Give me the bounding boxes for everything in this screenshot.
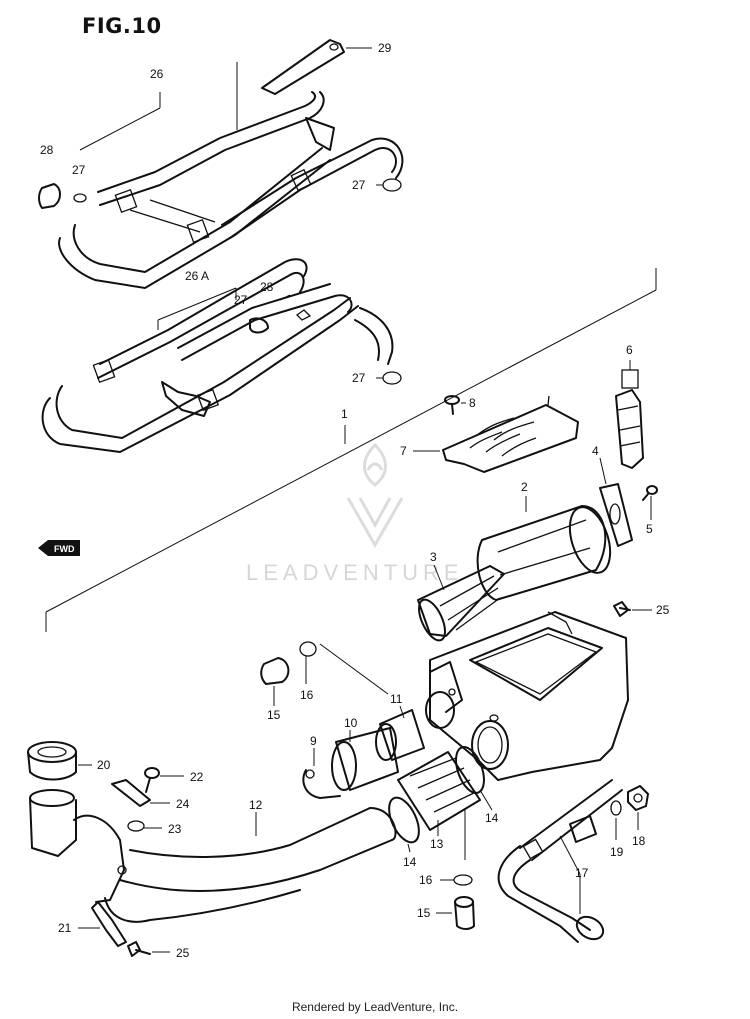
callout-13: 13 <box>430 837 444 851</box>
callout-16: 16 <box>300 688 314 702</box>
fwd-marker: FWD <box>38 540 80 556</box>
cover-plate-7 <box>413 395 579 473</box>
bolt-25-lower <box>127 941 170 957</box>
callout-5: 5 <box>646 522 653 536</box>
callout-11: 11 <box>390 692 403 706</box>
callout-29: 29 <box>378 41 392 55</box>
hose-assembly-26 <box>58 62 404 289</box>
callout-28: 28 <box>40 143 54 157</box>
clamp-14b <box>388 796 420 853</box>
boot-20 <box>27 741 92 781</box>
callout-25: 25 <box>176 946 190 960</box>
clamp-14a <box>455 746 493 811</box>
bolt-25-upper <box>613 601 652 617</box>
callout-20: 20 <box>97 758 111 772</box>
callout-27: 27 <box>352 371 366 385</box>
duct-11 <box>375 705 425 761</box>
duct-10 <box>331 727 399 791</box>
clamp-9 <box>302 748 341 799</box>
callout-9: 9 <box>310 734 317 748</box>
fwd-label: FWD <box>54 544 75 554</box>
screw-5 <box>642 485 658 520</box>
clip-27-lower <box>376 371 402 385</box>
callout-23: 23 <box>168 822 182 836</box>
callout-14: 14 <box>485 811 499 825</box>
callout-4: 4 <box>592 444 599 458</box>
callout-22: 22 <box>190 770 204 784</box>
callout-1: 1 <box>341 407 348 421</box>
bracket-24 <box>111 779 170 807</box>
callout-15: 15 <box>417 906 431 920</box>
callout-27: 27 <box>72 163 86 177</box>
washer-23 <box>127 820 162 832</box>
gasket-4 <box>599 457 633 547</box>
drain-hose-17 <box>497 779 623 943</box>
clamp-16-upper <box>299 641 389 695</box>
watermark-text: LEADVENTURE <box>246 560 464 585</box>
callout-7: 7 <box>400 444 407 458</box>
hose-assembly-26A <box>41 258 394 453</box>
callout-27: 27 <box>352 178 366 192</box>
callout-21: 21 <box>58 921 72 935</box>
part-bracket-29 <box>261 39 372 95</box>
clamp-16-lower <box>440 808 473 886</box>
callout-26: 26 <box>150 67 164 81</box>
callout-19: 19 <box>610 845 624 859</box>
clip-19 <box>610 800 622 840</box>
inlet-pipe-21 <box>29 789 127 947</box>
callout-6: 6 <box>626 343 633 357</box>
sensor-6 <box>615 360 644 469</box>
callout-26a: 26 A <box>185 269 209 283</box>
callout-25: 25 <box>656 603 670 617</box>
air-cleaner-outline-1 <box>45 268 657 632</box>
filter-cage-3 <box>417 564 505 642</box>
callout-28: 28 <box>260 280 274 294</box>
bellows-13 <box>397 751 481 836</box>
cap-15-lower <box>436 896 475 930</box>
callout-24: 24 <box>176 797 190 811</box>
watermark: LEADVENTURE <box>246 442 464 585</box>
callout-3: 3 <box>430 550 437 564</box>
callout-10: 10 <box>344 716 358 730</box>
callout-2: 2 <box>521 480 528 494</box>
cap-28-upper <box>38 183 87 209</box>
clip-27-upper <box>376 178 402 192</box>
callout-17: 17 <box>575 866 589 880</box>
screw-8 <box>444 395 466 415</box>
callout-labels: 29 26 28 27 27 26 A 27 28 27 6 8 1 7 4 5… <box>40 41 670 960</box>
duct-12 <box>104 807 397 923</box>
plug-18 <box>627 785 649 830</box>
callout-16: 16 <box>419 873 433 887</box>
callout-12: 12 <box>249 798 263 812</box>
callout-27: 27 <box>234 293 248 307</box>
bolt-22 <box>144 767 184 793</box>
footer-credit: Rendered by LeadVenture, Inc. <box>291 1000 459 1014</box>
callout-8: 8 <box>469 396 476 410</box>
cap-15-upper <box>260 657 290 706</box>
callout-14: 14 <box>403 855 417 869</box>
callout-15: 15 <box>267 708 281 722</box>
figure-title: FIG.10 <box>82 14 162 38</box>
callout-18: 18 <box>632 834 646 848</box>
air-filter-2 <box>476 496 612 601</box>
